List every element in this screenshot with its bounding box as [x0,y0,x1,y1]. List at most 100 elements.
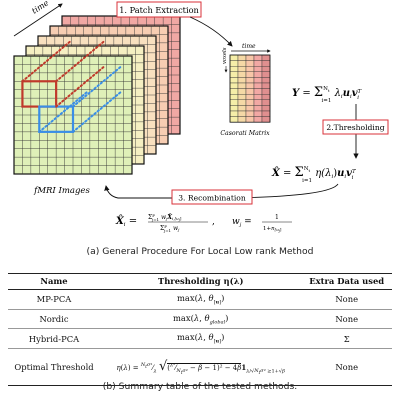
casorati-cell [229,82,239,89]
casorati-cell [253,88,263,95]
fmri-images-label: fMRI Images [33,186,90,196]
table-row: Hybrid-PCA max(λ, θ[u]) Σ [8,328,392,350]
casorati-cell [229,105,239,112]
step-recombination: 3. Recombination [171,189,253,205]
casorati-cell [253,110,263,117]
table-row: Nordic max(λ, θglobal) None [8,309,392,330]
casorati-cell [261,77,271,84]
casorati-cell [237,54,247,61]
step1-label: 1. Patch Extraction [119,5,199,15]
casorati-cell [261,116,271,123]
arrow-to-casorati [189,16,233,47]
casorati-cell [229,65,239,72]
casorati-cell [261,71,271,78]
row-threshold: max(λ, θ[u]) [99,328,302,350]
casorati-cell [237,71,247,78]
casorati-cell [253,71,263,78]
caption-figure-a: (a) General Procedure For Local Low rank… [86,246,314,257]
casorati-cell [253,93,263,100]
svg-text:wj =: wj = [232,217,252,228]
fmri-frame-stack [13,15,181,175]
casorati-cell [261,82,271,89]
header-extra-data: Extra Data used [301,273,392,290]
step2-label: 2.Thresholding [326,123,384,132]
casorati-cell [229,54,239,61]
casorati-cell [253,60,263,67]
casorati-cell [229,110,239,117]
casorati-cell [245,65,255,72]
casorati-cell [253,116,263,123]
table-row: MP-PCA max(λ, θ[u]) None [8,289,392,310]
row-name: MP-PCA [8,289,100,310]
row-extra: Σ [301,328,392,350]
time-axis-arrow [13,3,63,37]
casorati-cell [253,99,263,106]
casorati-cell [237,88,247,95]
step-patch-extraction: 1. Patch Extraction [116,1,202,18]
casorati-cell [229,71,239,78]
casorati-cell [245,54,255,61]
casorati-time-label: time [242,43,256,50]
casorati-cell [261,99,271,106]
casorati-cell [253,105,263,112]
casorati-cell [245,110,255,117]
row-extra: None [301,348,392,387]
llr-procedure-figure: time 1. Patch Extraction time voxels Cas… [13,0,389,233]
casorati-cell [229,93,239,100]
header-thresholding: Thresholding η(λ) [99,273,302,290]
row-threshold: η(λ) = Ntσ²⁄λ √(λ²⁄Ntσ² − β − 1)² − 4β1λ… [99,348,302,387]
casorati-cell [253,82,263,89]
svg-text:ΣPj=1 wjX̂i,[uj]: ΣPj=1 wjX̂i,[uj] [148,213,182,222]
casorati-cell [237,77,247,84]
casorati-cell [261,60,271,67]
header-name: Name [8,273,100,290]
casorati-cell [245,60,255,67]
row-extra: None [301,309,392,330]
casorati-cell [253,54,263,61]
row-name: Optimal Threshold [8,348,100,387]
casorati-cell [237,65,247,72]
svg-text:X̂i =: X̂i = [115,215,137,228]
casorati-voxel-label: voxels [222,47,228,64]
step-thresholding: 2.Thresholding [322,119,389,135]
casorati-cell [261,88,271,95]
casorati-cell [261,110,271,117]
casorati-cell [237,60,247,67]
casorati-cell [245,105,255,112]
step3-label: 3. Recombination [178,194,246,203]
casorati-matrix: time voxels Casorati Matrix [220,43,271,137]
table-header-row: Name Thresholding η(λ) Extra Data used [8,273,392,290]
casorati-cell [245,99,255,106]
casorati-cell [237,105,247,112]
svg-text:,: , [212,217,215,227]
casorati-cell [261,65,271,72]
row-name: Nordic [8,309,100,330]
casorati-cell [261,93,271,100]
casorati-cell [229,116,239,123]
summary-table: Name Thresholding η(λ) Extra Data used M… [8,273,392,387]
casorati-cell [229,77,239,84]
casorati-cell [229,88,239,95]
casorati-cell [245,93,255,100]
casorati-cell [253,65,263,72]
casorati-label: Casorati Matrix [220,130,270,137]
table-row: Optimal Threshold η(λ) = Ntσ²⁄λ √(λ²⁄Ntσ… [8,348,392,387]
casorati-cell [245,82,255,89]
casorati-cell [229,99,239,106]
casorati-cell [261,105,271,112]
casorati-cell [245,77,255,84]
casorati-cell [253,77,263,84]
casorati-cell [245,116,255,123]
row-threshold: max(λ, θglobal) [99,309,302,330]
casorati-cell [245,88,255,95]
row-name: Hybrid-PCA [8,328,100,350]
svg-text:1: 1 [275,214,279,221]
caption-figure-b: (b) Summary table of the tested methods. [102,381,298,392]
casorati-cell [237,110,247,117]
row-threshold: max(λ, θ[u]) [99,289,302,310]
svg-text:ΣPj=1 wj: ΣPj=1 wj [160,224,180,233]
casorati-cell [237,99,247,106]
